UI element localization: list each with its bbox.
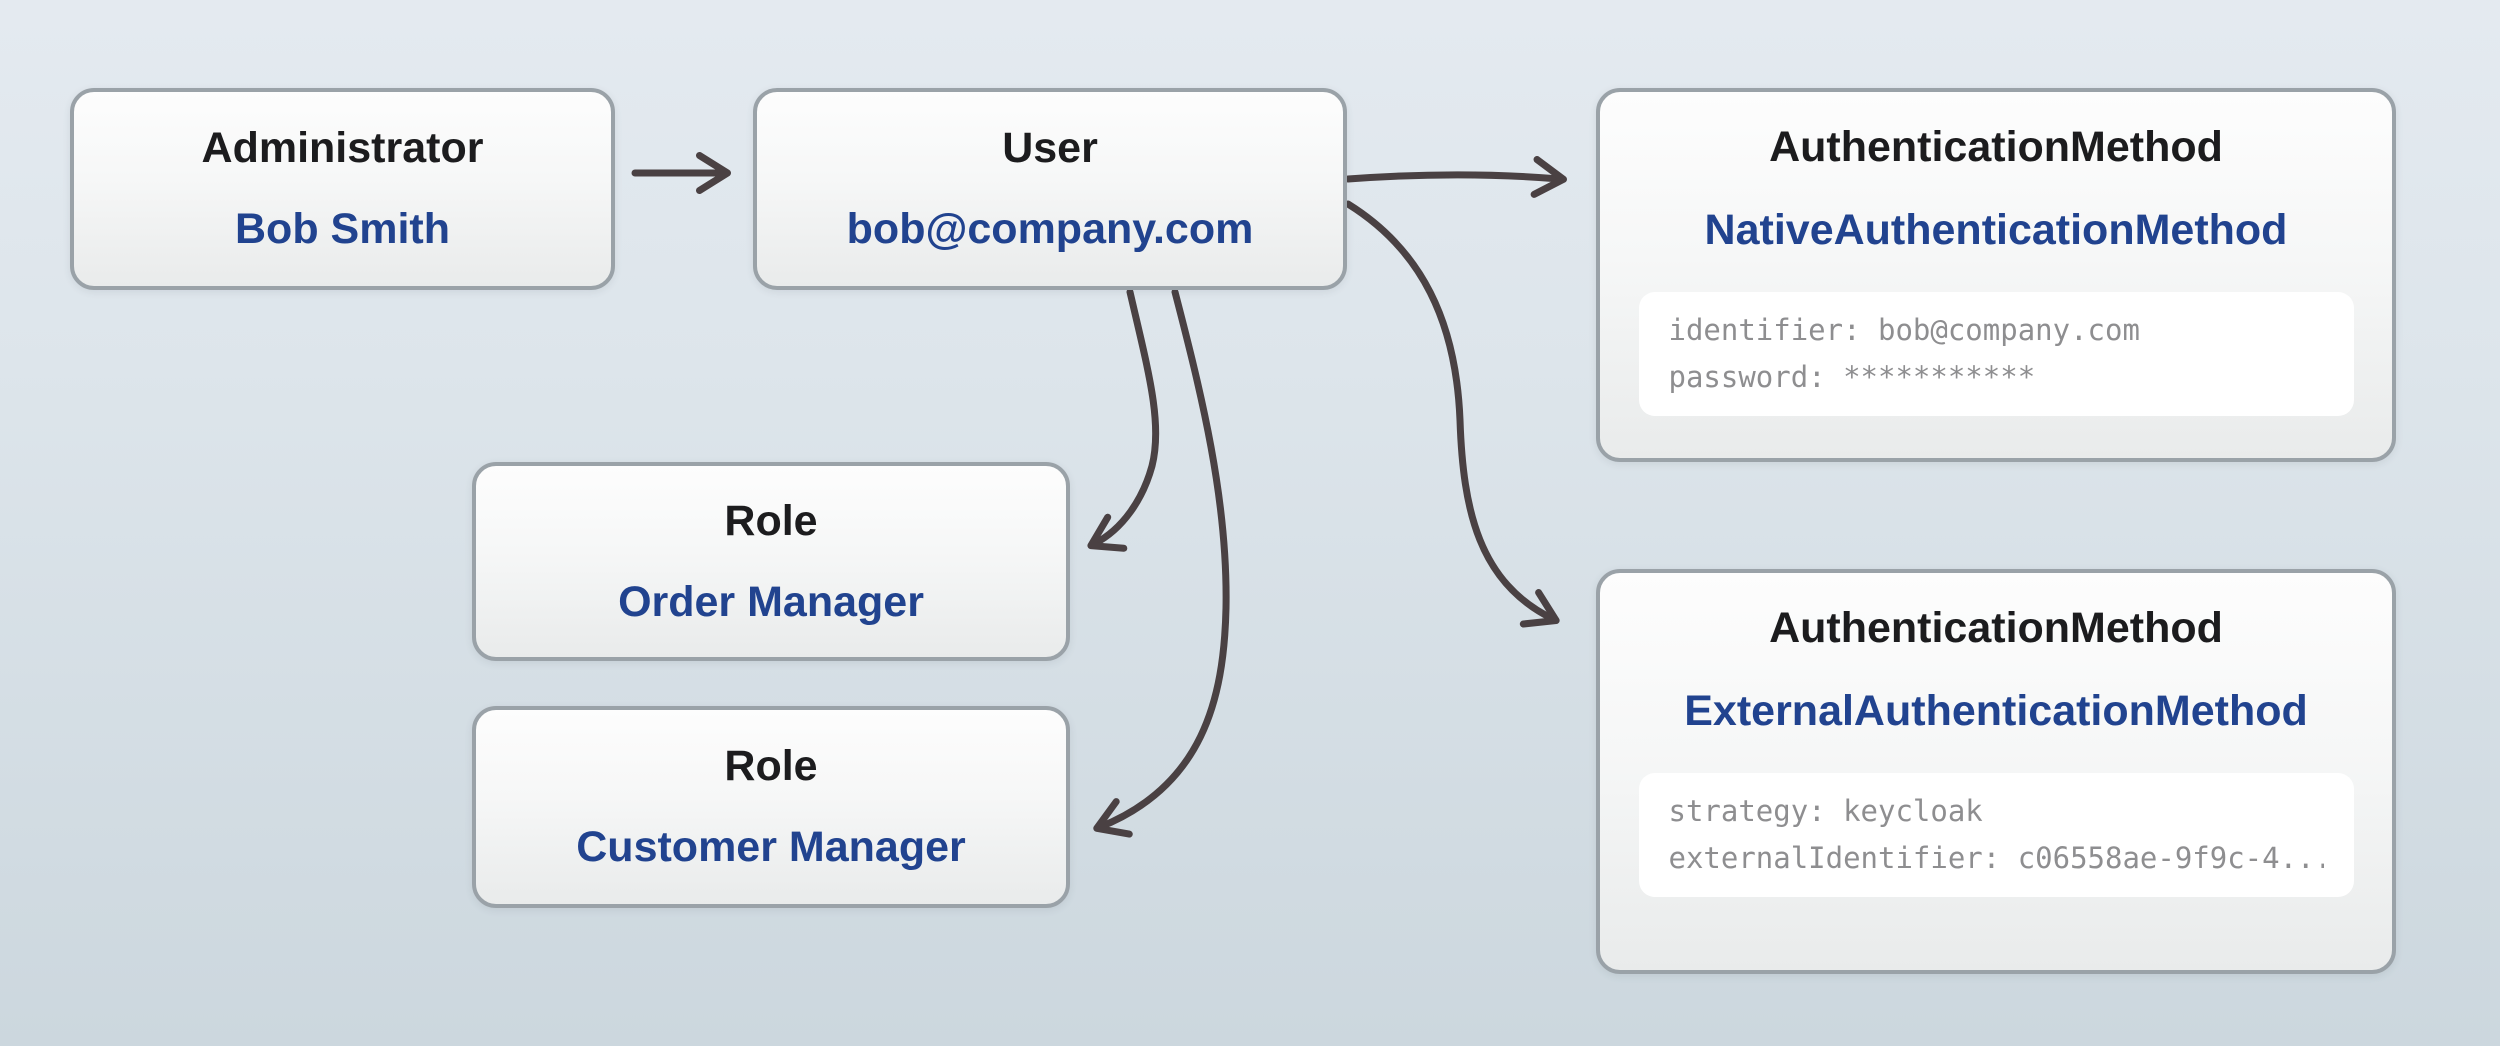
node-value-label: Order Manager [618, 577, 924, 626]
edge-user-to-role-customer-manager [1093, 288, 1230, 838]
property-line-external-identifier: externalIdentifier: c06558ae-9f9c-4... [1668, 841, 2324, 875]
node-value-label: Customer Manager [576, 823, 966, 871]
node-properties-panel: strategy: keycloak externalIdentifier: c… [1638, 773, 2354, 897]
property-line-identifier: identifier: bob@company.com [1668, 313, 2140, 347]
node-type-label: Role [724, 742, 818, 790]
node-type-label: AuthenticationMethod [1769, 604, 2223, 652]
node-role-customer-manager: Role Customer Manager [472, 706, 1070, 908]
property-line-strategy: strategy: keycloak [1668, 794, 1983, 828]
node-value-label: ExternalAuthenticationMethod [1684, 687, 2308, 735]
property-line-password: password: *********** [1668, 360, 2036, 394]
node-type-label: Role [724, 496, 818, 545]
node-role-order-manager: Role Order Manager [472, 462, 1070, 661]
node-native-authentication-method: AuthenticationMethod NativeAuthenticatio… [1596, 88, 2396, 462]
node-value-label: Bob Smith [235, 205, 450, 253]
node-type-label: AuthenticationMethod [1769, 123, 2223, 171]
node-administrator: Administrator Bob Smith [70, 88, 615, 290]
node-type-label: Administrator [201, 124, 484, 172]
node-properties-panel: identifier: bob@company.com password: **… [1638, 292, 2354, 416]
node-value-label: NativeAuthenticationMethod [1704, 206, 2288, 254]
node-value-label: bob@company.com [846, 205, 1254, 253]
edge-user-to-role-order-manager [1087, 288, 1160, 552]
edge-user-to-external-auth [1344, 200, 1560, 628]
node-type-label: User [1002, 124, 1098, 172]
node-external-authentication-method: AuthenticationMethod ExternalAuthenticat… [1596, 569, 2396, 974]
edge-user-to-native-auth [1344, 156, 1567, 198]
node-user: User bob@company.com [753, 88, 1347, 290]
